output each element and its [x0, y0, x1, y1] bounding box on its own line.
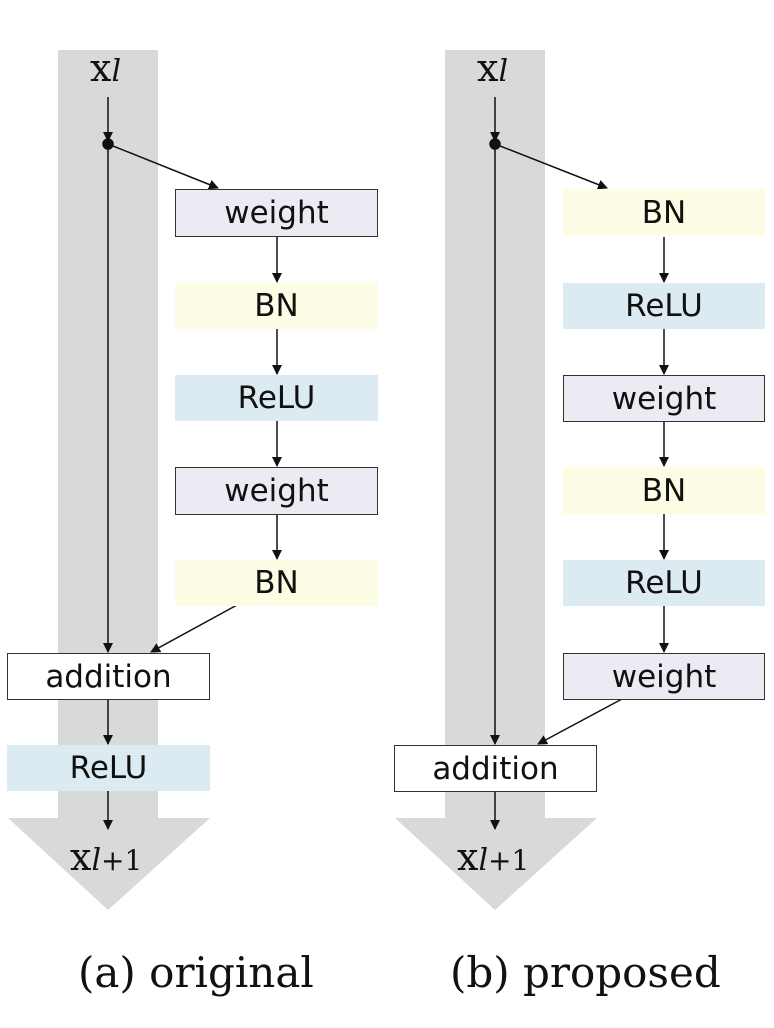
weight-block-a2: weight	[175, 467, 378, 515]
caption-a: (a) original	[78, 948, 314, 997]
output-label-a: xl+1	[70, 835, 143, 879]
addition-block-b: addition	[394, 745, 597, 792]
weight-block-b2: weight	[563, 653, 765, 700]
identity-highway-b	[395, 50, 597, 910]
bn-block-a2: BN	[175, 560, 378, 606]
relu-block-b1: ReLU	[563, 283, 765, 329]
output-label-b: xl+1	[457, 835, 530, 879]
connectors-b	[489, 97, 669, 830]
post-addition-relu-a: ReLU	[7, 745, 210, 791]
bn-block-a1: BN	[175, 283, 378, 329]
connectors-a	[102, 97, 282, 830]
addition-block-a: addition	[7, 653, 210, 700]
bn-block-b1: BN	[563, 189, 765, 236]
weight-block-b1: weight	[563, 375, 765, 422]
input-label-b: xl	[477, 46, 509, 90]
relu-block-a1: ReLU	[175, 375, 378, 421]
weight-block-a1: weight	[175, 189, 378, 237]
bn-block-b2: BN	[563, 467, 765, 514]
relu-block-b2: ReLU	[563, 560, 765, 606]
input-label-a: xl	[90, 46, 122, 90]
caption-b: (b) proposed	[450, 948, 721, 997]
